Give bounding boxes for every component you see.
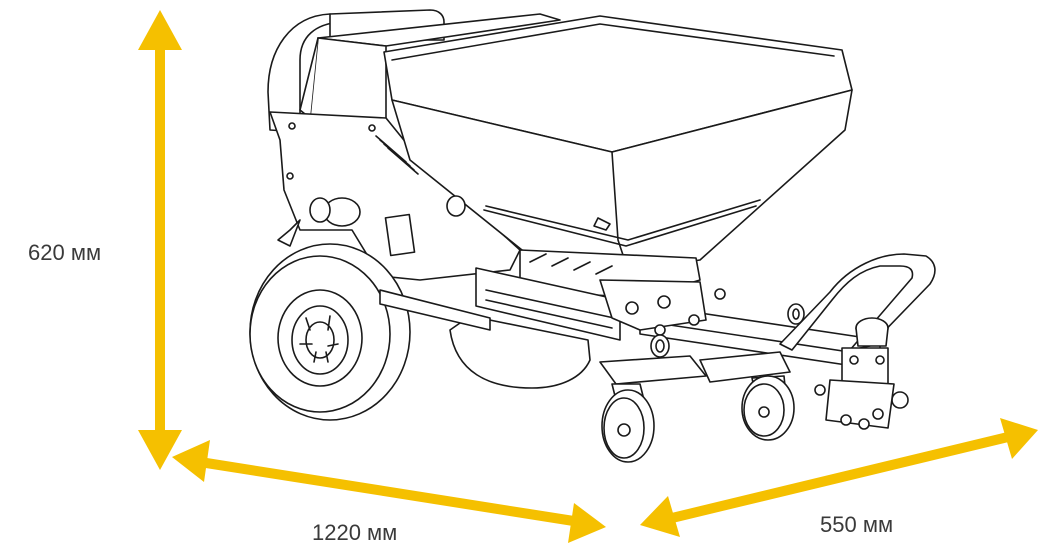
water-fittings (277, 195, 466, 247)
height-arrow (138, 10, 182, 470)
hopper (383, 15, 853, 271)
length-arrow (172, 440, 606, 543)
rear-wheel-left (249, 243, 411, 421)
pump-tube (599, 279, 881, 371)
caster-wheel-front (601, 383, 655, 463)
length-dimension-label: 1220 мм (312, 520, 398, 545)
width-arrow (640, 418, 1038, 537)
height-dimension-label: 620 мм (28, 240, 102, 265)
width-dimension-label: 550 мм (820, 512, 894, 537)
front-bracket (599, 351, 791, 385)
eye-bolts (650, 303, 805, 358)
plastering-machine (249, 9, 936, 463)
rear-wheel-right (449, 315, 591, 389)
axle (379, 289, 491, 331)
caster-wheel-rear (741, 375, 795, 441)
dimension-arrows (138, 10, 1038, 543)
pressure-gauge (814, 317, 909, 430)
